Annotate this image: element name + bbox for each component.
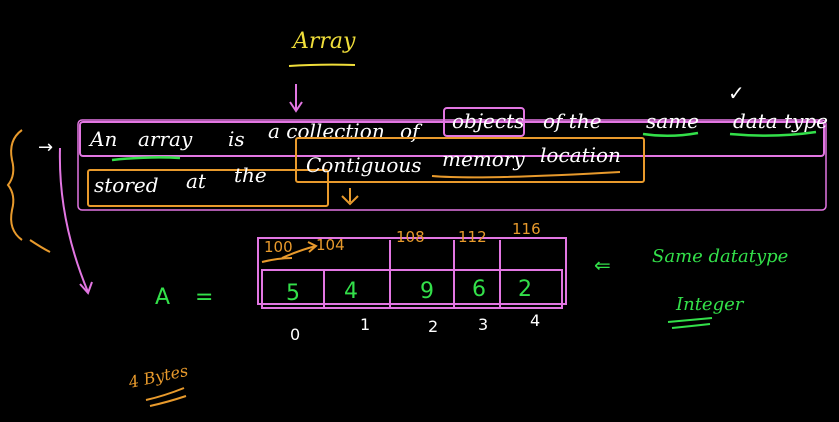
bytes-underline-2: [149, 395, 187, 407]
array-value-3: 6: [472, 277, 486, 302]
array-underline: [111, 156, 181, 162]
def-word-an: An: [88, 127, 117, 151]
array-index-1: 1: [360, 315, 370, 334]
heading-underline: [288, 63, 356, 67]
pink-curve-arrow: [58, 147, 89, 293]
array-index-2: 2: [428, 317, 438, 336]
same-underline: [642, 131, 699, 137]
contiguous-memory-box: [295, 137, 645, 183]
def-word-memory: memory: [442, 147, 525, 171]
address-3: 112: [458, 228, 487, 246]
array-name-label: A: [155, 285, 170, 310]
def-word-objects: objects: [452, 109, 524, 133]
left-double-arrow-icon: ⇐: [594, 253, 611, 277]
memory-location-underline: [431, 171, 621, 179]
def-word-stored: stored: [94, 173, 159, 197]
objects-highlight-box: [443, 107, 525, 137]
heading-pointer-arrowhead: [289, 101, 303, 113]
def-word-is: is: [228, 127, 245, 151]
datatype-underline: [729, 130, 817, 137]
left-arrow-icon: →: [38, 137, 53, 158]
address-arrowhead: [307, 241, 318, 253]
array-index-0: 0: [290, 325, 300, 344]
array-cells: [257, 237, 567, 309]
def-word-at: at: [186, 169, 207, 193]
integer-underline-2: [671, 323, 711, 329]
def-word-collection: a collection: [268, 119, 385, 143]
address-1: 104: [316, 236, 345, 254]
array-value-0: 5: [286, 281, 300, 306]
def-word-location: location: [540, 143, 621, 167]
address-arrow: [281, 245, 317, 259]
bytes-underline-1: [145, 387, 185, 401]
array-index-4: 4: [530, 311, 540, 330]
left-brace: [6, 129, 23, 241]
address-0-underline: [261, 257, 293, 263]
brace-tail: [29, 239, 51, 253]
pink-curve-arrowhead: [79, 281, 93, 295]
array-index-3: 3: [478, 315, 488, 334]
integer-underline-1: [667, 317, 713, 323]
definition-line1-box: [79, 121, 825, 157]
def-word-datatype: data type: [733, 109, 828, 133]
definition-line2-box: [87, 169, 329, 207]
note-4-bytes: 4 Bytes: [126, 361, 190, 392]
check-mark-icon: ✓: [728, 81, 745, 105]
address-4: 116: [512, 220, 541, 238]
def-word-of-the: of the: [543, 109, 602, 133]
note-integer: Integer: [675, 294, 745, 315]
array-value-2: 9: [420, 279, 434, 304]
address-2: 108: [396, 228, 425, 246]
contiguous-marker-arrow: [341, 188, 359, 206]
definition-outer-box: [77, 119, 827, 211]
array-value-4: 2: [518, 277, 532, 302]
address-0: 100: [264, 238, 293, 256]
array-row-frame: [261, 269, 563, 309]
array-outer-frame: [257, 237, 567, 305]
def-word-contiguous: Contiguous: [306, 153, 422, 177]
equals-sign: =: [195, 285, 213, 310]
def-word-array: array: [138, 127, 193, 151]
def-word-same: same: [646, 109, 699, 133]
heading-array: Array: [291, 29, 356, 54]
note-same-datatype: Same datatype: [652, 246, 788, 267]
def-word-the: the: [234, 163, 267, 187]
array-value-1: 4: [344, 279, 358, 304]
